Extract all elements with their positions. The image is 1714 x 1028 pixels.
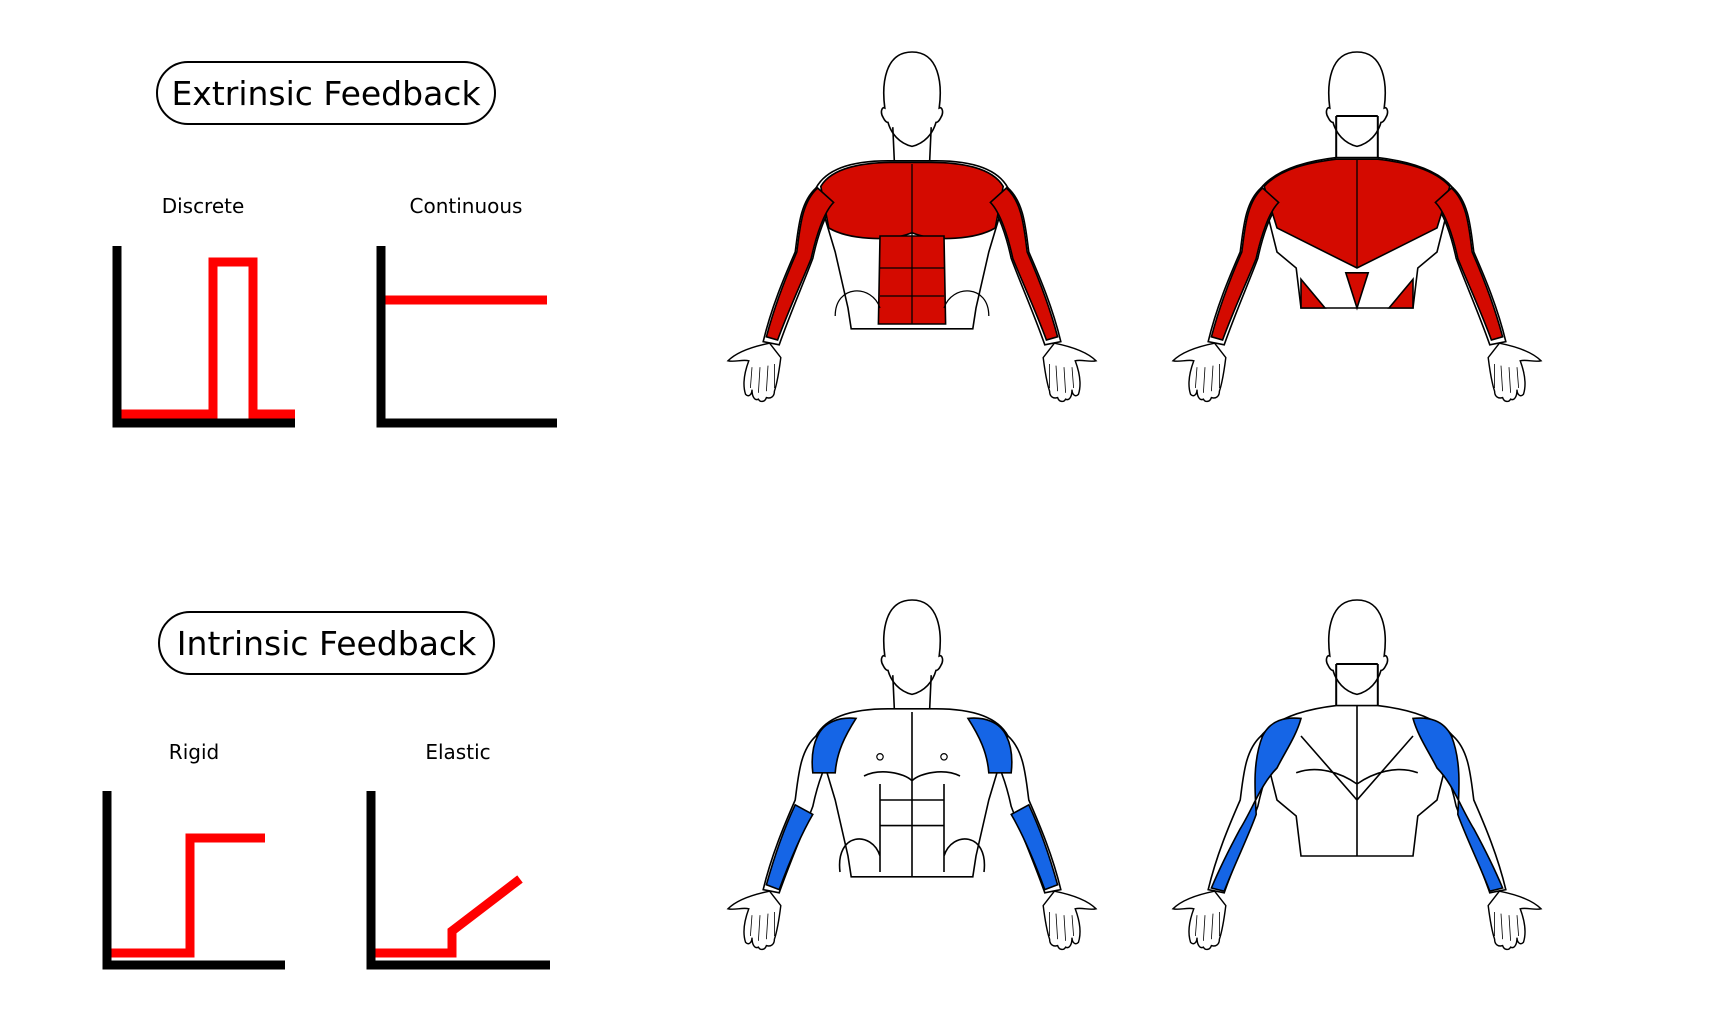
lower-back-muscle	[1300, 272, 1414, 311]
discrete-axes	[112, 246, 295, 428]
left-shoulder-muscle	[811, 717, 858, 774]
extrinsic-back-body-figure	[1197, 14, 1517, 474]
elastic-signal-line	[370, 875, 523, 958]
left-forearm-muscle	[765, 803, 814, 891]
discrete-graph-label: Discrete	[161, 194, 245, 218]
right-arm-back-muscle	[1434, 186, 1504, 341]
right-back-arm-muscle	[1411, 717, 1504, 893]
rigid-graph-label: Rigid	[168, 740, 220, 764]
extrinsic-feedback-title: Extrinsic Feedback	[156, 61, 496, 125]
left-arm-back-muscle	[1210, 186, 1280, 341]
discrete-signal-line	[115, 257, 295, 419]
right-arm-muscle	[989, 186, 1059, 341]
continuous-graph	[376, 246, 557, 428]
discrete-graph	[112, 246, 295, 428]
left-back-arm-muscle	[1210, 717, 1303, 893]
intrinsic-back-body-figure	[1197, 562, 1517, 1022]
intrinsic-feedback-title: Intrinsic Feedback	[158, 611, 495, 675]
elastic-graph	[366, 791, 550, 970]
rigid-axes	[102, 791, 285, 970]
continuous-graph-label: Continuous	[409, 194, 523, 218]
continuous-axes	[376, 246, 557, 428]
intrinsic-front-body-figure	[752, 562, 1072, 1022]
right-forearm-muscle	[1010, 803, 1059, 891]
extrinsic-front-body-figure	[752, 14, 1072, 474]
left-arm-muscle	[765, 186, 835, 341]
rigid-graph	[102, 791, 285, 970]
elastic-axes	[366, 791, 550, 970]
right-shoulder-muscle	[966, 717, 1013, 774]
rigid-signal-line	[105, 833, 265, 958]
elastic-graph-label: Elastic	[425, 740, 491, 764]
